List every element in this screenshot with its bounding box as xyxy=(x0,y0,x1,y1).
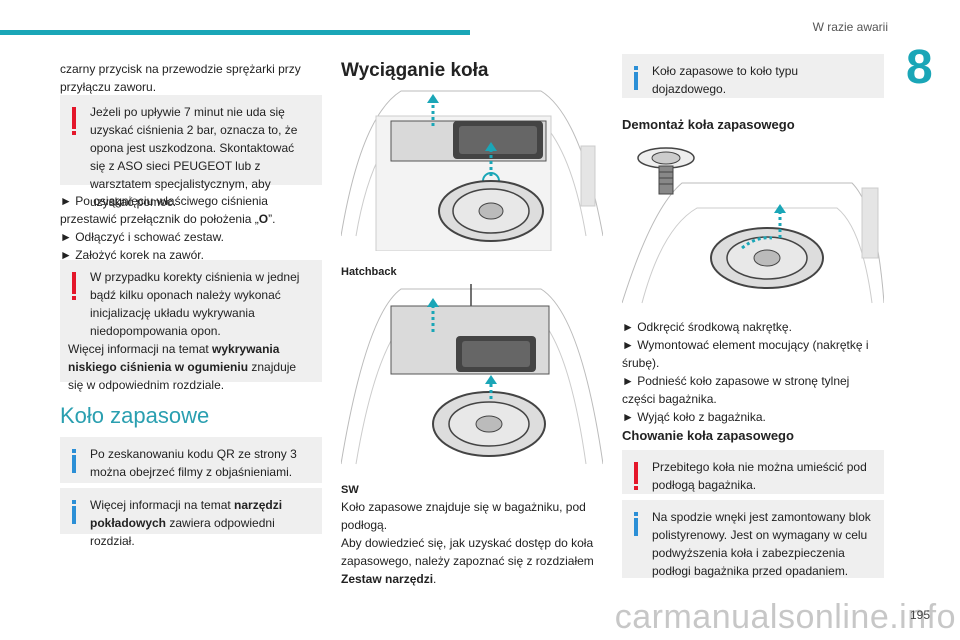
section-title: W razie awarii xyxy=(812,20,888,34)
sw-trunk-illustration xyxy=(341,284,603,470)
info-text-4: Na spodzie wnęki jest zamontowany blok p… xyxy=(652,510,871,578)
chapter-number: 8 xyxy=(906,41,933,94)
info-icon xyxy=(72,500,76,524)
removal-step-3: ► Podnieść koło zapasowe w stronę tylnej… xyxy=(622,374,850,406)
info-text-2: Więcej informacji na temat narzędzi pokł… xyxy=(90,498,283,548)
warning-text-2b: Więcej informacji na temat wykrywania ni… xyxy=(68,342,297,392)
header-accent-bar xyxy=(0,30,470,35)
info-icon xyxy=(634,512,638,536)
caption-sw: SW xyxy=(341,484,359,496)
spare-wheel-removal-illustration xyxy=(622,138,884,308)
info-box-4: Na spodzie wnęki jest zamontowany blok p… xyxy=(622,500,884,578)
removal-step-2: ► Wymontować element mocujący (nakrętkę … xyxy=(622,338,869,370)
watermark: carmanualsonline.info xyxy=(614,598,956,636)
warning-box-3: Przebitego koła nie można umieścić pod p… xyxy=(622,450,884,494)
step-cap: ► Założyć korek na zawór. xyxy=(60,248,204,262)
info-icon xyxy=(634,66,638,90)
step-disconnect: ► Odłączyć i schować zestaw. xyxy=(60,230,224,244)
warning-icon xyxy=(634,462,638,490)
info-box-2: Więcej informacji na temat narzędzi pokł… xyxy=(60,488,322,548)
hatchback-trunk-illustration xyxy=(341,86,603,251)
warning-icon xyxy=(72,272,76,300)
info-icon xyxy=(72,449,76,473)
storing-heading: Chowanie koła zapasowego xyxy=(622,428,794,443)
warning-icon xyxy=(72,107,76,135)
info-box-1: Po zeskanowaniu kodu QR ze strony 3 możn… xyxy=(60,437,322,483)
removal-step-1: ► Odkręcić środkową nakrętkę. xyxy=(622,320,792,334)
info-text-3: Koło zapasowe to koło typu dojazdowego. xyxy=(652,64,799,96)
warning-text-2a: W przypadku korekty ciśnienia w jednej b… xyxy=(90,270,300,338)
warning-text-1: Jeżeli po upływie 7 minut nie uda się uz… xyxy=(90,105,298,209)
col1-paragraph: czarny przycisk na przewodzie sprężarki … xyxy=(60,62,301,94)
page-number: 195 xyxy=(909,608,930,622)
spare-wheel-heading: Koło zapasowe xyxy=(60,403,210,428)
step-pressure: ► Po osiągnięciu właściwego ciśnienia pr… xyxy=(60,194,276,226)
caption-hatchback: Hatchback xyxy=(341,266,397,278)
info-text-1: Po zeskanowaniu kodu QR ze strony 3 możn… xyxy=(90,447,297,479)
col1-steps: ► Po osiągnięciu właściwego ciśnienia pr… xyxy=(60,192,322,264)
warning-box-1: Jeżeli po upływie 7 minut nie uda się uz… xyxy=(60,95,322,209)
removal-step-4: ► Wyjąć koło z bagażnika. xyxy=(622,410,766,424)
removal-heading: Demontaż koła zapasowego xyxy=(622,117,795,132)
warning-text-3: Przebitego koła nie można umieścić pod p… xyxy=(652,460,867,492)
warning-box-2: W przypadku korekty ciśnienia w jednej b… xyxy=(60,260,322,392)
info-box-3: Koło zapasowe to koło typu dojazdowego. xyxy=(622,54,884,98)
removal-steps: ► Odkręcić środkową nakrętkę. ► Wymontow… xyxy=(622,318,884,426)
col2-paragraph: Koło zapasowe znajduje się w bagażniku, … xyxy=(341,500,594,586)
